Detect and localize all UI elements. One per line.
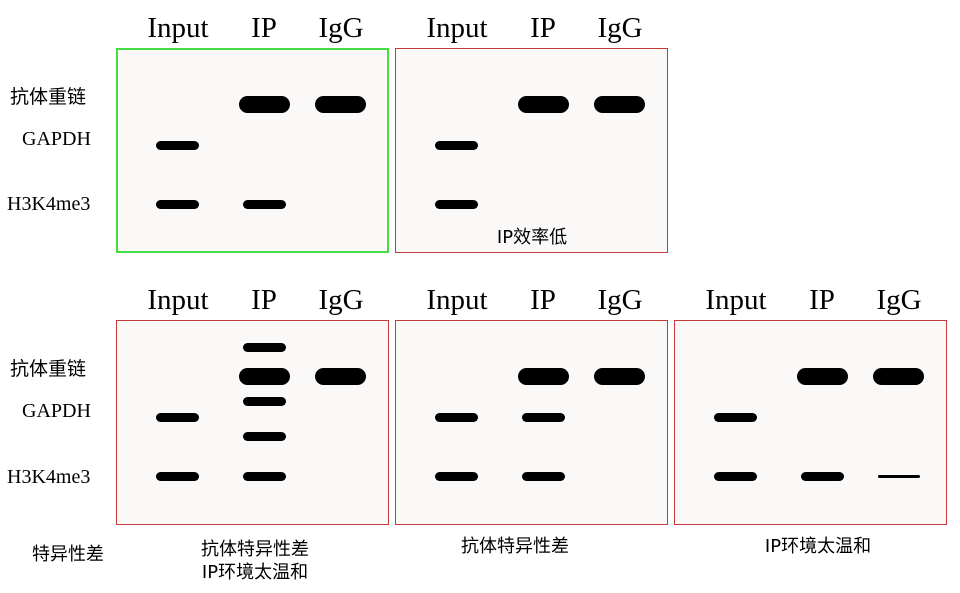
row-label-h3k4me3: H3K4me3	[7, 466, 91, 488]
row-label-h3k4me3: H3K4me3	[7, 193, 91, 215]
band-ip-gapdh	[522, 413, 565, 422]
lane-header-igg: IgG	[597, 12, 643, 44]
row-caption-poor-specificity: 特异性差	[32, 544, 104, 565]
band-input-h3k4me3	[435, 200, 478, 209]
caption-line: IP环境太温和	[764, 536, 872, 557]
caption-panel-5: IP环境太温和	[765, 535, 871, 558]
band-ip-h3k4me3	[522, 472, 565, 481]
lane-header-ip: IP	[809, 284, 835, 316]
band-input-h3k4me3	[714, 472, 757, 481]
band-igg-h3k4me3-faint	[878, 475, 920, 478]
blot-panel-low-ip-efficiency	[395, 48, 668, 253]
band-input-gapdh	[714, 413, 757, 422]
caption-line: 抗体特异性差	[201, 539, 309, 560]
band-ip-heavy-chain	[518, 368, 569, 385]
lane-header-ip: IP	[251, 284, 277, 316]
band-igg-heavy-chain	[594, 96, 645, 113]
band-input-h3k4me3	[156, 200, 199, 209]
caption-line: 抗体特异性差	[461, 536, 569, 557]
band-input-gapdh	[156, 413, 199, 422]
band-ip-nonspecific	[243, 343, 286, 352]
blot-panel-mild-conditions	[674, 320, 947, 525]
lane-header-ip: IP	[530, 284, 556, 316]
caption-panel-2: IP效率低	[497, 226, 567, 249]
band-ip-h3k4me3	[243, 200, 286, 209]
band-ip-nonspecific	[243, 432, 286, 441]
blot-panel-correct	[116, 48, 389, 253]
lane-header-igg: IgG	[597, 284, 643, 316]
lane-header-input: Input	[147, 12, 209, 44]
lane-header-igg: IgG	[318, 12, 364, 44]
band-igg-heavy-chain	[873, 368, 924, 385]
lane-header-input: Input	[426, 284, 488, 316]
lane-header-igg: IgG	[318, 284, 364, 316]
band-ip-h3k4me3	[243, 472, 286, 481]
lane-header-input: Input	[705, 284, 767, 316]
band-input-gapdh	[435, 141, 478, 150]
band-ip-heavy-chain	[239, 96, 290, 113]
band-input-gapdh	[435, 413, 478, 422]
row-label-heavy-chain: 抗体重链	[10, 86, 87, 108]
blot-panel-poor-specificity	[395, 320, 668, 525]
lane-header-igg: IgG	[876, 284, 922, 316]
caption-line: IP环境太温和	[201, 562, 309, 583]
band-input-gapdh	[156, 141, 199, 150]
caption-panel-3: 抗体特异性差 IP环境太温和	[201, 538, 309, 584]
band-input-h3k4me3	[435, 472, 478, 481]
row-label-gapdh: GAPDH	[22, 128, 91, 150]
band-input-h3k4me3	[156, 472, 199, 481]
band-igg-heavy-chain	[315, 368, 366, 385]
lane-header-ip: IP	[251, 12, 277, 44]
lane-header-input: Input	[147, 284, 209, 316]
caption-panel-4: 抗体特异性差	[461, 535, 569, 558]
row-label-gapdh: GAPDH	[22, 400, 91, 422]
blot-panel-poor-specificity-mild-conditions	[116, 320, 389, 525]
band-igg-heavy-chain	[594, 368, 645, 385]
band-ip-heavy-chain	[797, 368, 848, 385]
band-ip-h3k4me3	[801, 472, 844, 481]
band-igg-heavy-chain	[315, 96, 366, 113]
band-ip-heavy-chain	[518, 96, 569, 113]
lane-header-ip: IP	[530, 12, 556, 44]
band-ip-nonspecific	[243, 397, 286, 406]
caption-line: IP效率低	[496, 227, 568, 248]
band-ip-heavy-chain	[239, 368, 290, 385]
row-label-heavy-chain: 抗体重链	[10, 358, 87, 380]
lane-header-input: Input	[426, 12, 488, 44]
